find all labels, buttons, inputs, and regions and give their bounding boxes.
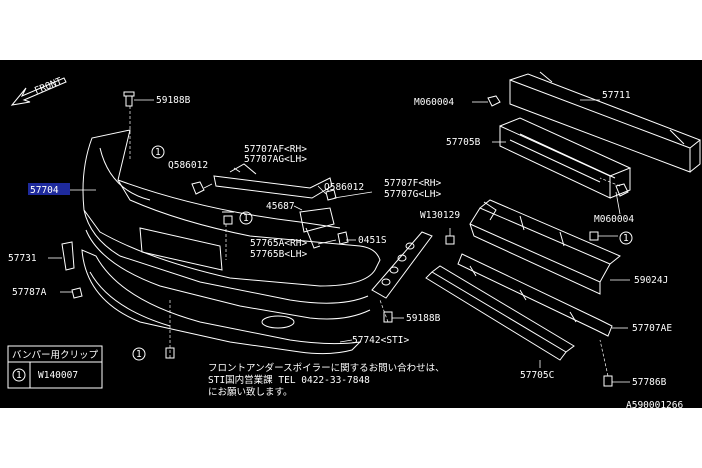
label-W130129[interactable]: W130129 — [420, 210, 460, 221]
bracket-57707AE[interactable] — [457, 253, 613, 337]
label-57731[interactable]: 57731 — [8, 253, 37, 264]
impact-absorber-57705B[interactable] — [499, 117, 632, 199]
label-57711[interactable]: 57711 — [602, 90, 631, 101]
clip-table — [7, 345, 103, 389]
clip-table-part[interactable]: W140007 — [38, 370, 78, 381]
label-57765A[interactable]: 57765A<RH> — [250, 238, 307, 249]
label-57765B[interactable]: 57765B<LH> — [250, 249, 307, 260]
label-Q586012-left[interactable]: Q586012 — [168, 160, 208, 171]
diagram-canvas: FRONT — [0, 60, 702, 408]
clip-table-ref: 1 — [16, 370, 22, 381]
label-57705B[interactable]: 57705B — [446, 137, 481, 148]
label-57707AG[interactable]: 57707AG<LH> — [244, 154, 307, 165]
note-line-1: フロントアンダースポイラーに関するお問い合わせは、 — [208, 362, 445, 374]
ref-mark-icons — [132, 145, 633, 361]
ref-mark-3: 1 — [623, 233, 629, 244]
selected-part-highlight — [28, 183, 70, 195]
label-0451S[interactable]: 0451S — [358, 235, 387, 246]
leader-lines — [48, 99, 630, 383]
label-57707F[interactable]: 57707F<RH> — [384, 178, 441, 189]
label-57705C[interactable]: 57705C — [520, 370, 554, 381]
label-59188B-bottom[interactable]: 59188B — [406, 313, 441, 324]
ref-mark-1: 1 — [155, 147, 161, 158]
support-59024J[interactable] — [469, 199, 621, 295]
lower-reinforcement-57705C[interactable] — [425, 265, 575, 361]
dashed-guides — [129, 106, 621, 377]
label-59188B-top[interactable]: 59188B — [156, 95, 191, 106]
side-trim-57731[interactable] — [61, 241, 75, 271]
note-line-3: にお願い致します。 — [208, 386, 293, 398]
label-45687[interactable]: 45687 — [266, 201, 295, 212]
under-spoiler-57742[interactable] — [81, 249, 362, 355]
bracket-57707AF-AG[interactable] — [213, 163, 333, 199]
label-57707AF[interactable]: 57707AF<RH> — [244, 144, 307, 155]
ref-mark-4: 1 — [136, 349, 142, 360]
label-57704[interactable]: 57704 — [30, 185, 59, 196]
front-arrow-icon — [10, 77, 67, 106]
label-M060004-bottom[interactable]: M060004 — [594, 214, 634, 225]
label-M060004-top[interactable]: M060004 — [414, 97, 454, 108]
label-57742[interactable]: 57742<STI> — [352, 335, 409, 346]
bumper-cover-57704[interactable] — [82, 129, 381, 329]
note-line-2: STI国内営業課 TEL 0422-33-7848 — [208, 374, 370, 386]
label-57707AE[interactable]: 57707AE — [632, 323, 672, 334]
label-57787A[interactable]: 57787A — [12, 287, 47, 298]
label-57786B[interactable]: 57786B — [632, 377, 667, 388]
reinforcement-57711[interactable] — [509, 71, 701, 173]
label-57707G[interactable]: 57707G<LH> — [384, 189, 441, 200]
front-label: FRONT — [33, 76, 64, 97]
ref-mark-2: 1 — [243, 213, 249, 224]
clip-ref-icon — [12, 368, 26, 382]
clip-table-header: バンパー用クリップ — [12, 350, 98, 361]
fastener-clip-icons — [71, 91, 629, 387]
grille-57707F-G[interactable] — [371, 231, 433, 299]
label-Q586012-right[interactable]: Q586012 — [324, 182, 364, 193]
figure-id: A590001266 — [626, 400, 683, 408]
bracket-57765A-B[interactable] — [299, 207, 335, 249]
exploded-view: FRONT — [7, 71, 701, 408]
label-59024J[interactable]: 59024J — [634, 275, 668, 286]
